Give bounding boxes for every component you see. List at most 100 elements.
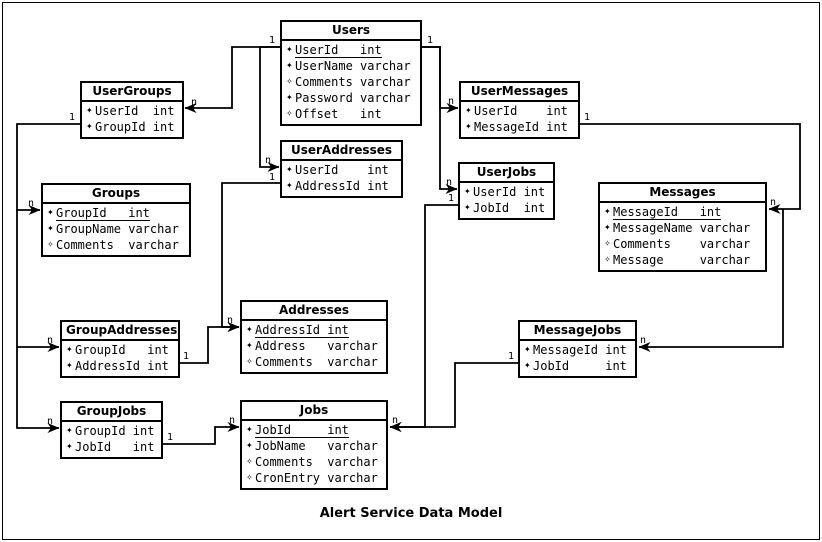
cardinality-label: n [227, 315, 233, 326]
required-bullet-icon: ✦ [604, 207, 611, 216]
field-name: UserId [474, 104, 518, 118]
edge-MessageJobs-Jobs [389, 362, 518, 432]
field-type: int [128, 205, 150, 220]
edge-Messages-MessageJobs [638, 209, 784, 352]
table-title: Groups [43, 185, 189, 204]
primary-key-field: JobId int [255, 423, 349, 438]
cardinality-label: 1 [584, 112, 590, 123]
field-type: varchar [699, 221, 751, 235]
cardinality-label: 1 [427, 35, 433, 46]
field-name: Comments [56, 238, 114, 252]
field-name: UserId [95, 104, 139, 118]
required-bullet-icon: ✦ [86, 122, 93, 131]
required-bullet-icon: ✦ [524, 345, 531, 354]
required-bullet-icon: ✦ [66, 345, 73, 354]
table-title: UserGroups [82, 83, 182, 102]
nullable-bullet-icon: ✧ [246, 457, 253, 466]
cardinality-label: n [265, 155, 271, 166]
field-type: int [132, 440, 155, 454]
required-bullet-icon: ✦ [66, 426, 73, 435]
field-type: varchar [128, 222, 179, 236]
cardinality-label: n [28, 198, 34, 209]
field-type: int [546, 104, 568, 118]
field-type: int [699, 204, 722, 219]
cardinality-label: n [229, 415, 235, 426]
cardinality-label: 1 [183, 351, 189, 362]
field-name: Address [255, 339, 306, 353]
table-title: GroupJobs [62, 403, 161, 422]
required-bullet-icon: ✦ [604, 223, 611, 232]
nullable-bullet-icon: ✧ [286, 109, 293, 118]
cardinality-label: 1 [69, 112, 75, 123]
field-type: int [523, 201, 546, 215]
field-name: AddressId [255, 322, 321, 337]
field-type: int [605, 359, 627, 373]
cardinality-label: 1 [508, 351, 514, 362]
field-name: JobId [75, 440, 112, 454]
required-bullet-icon: ✦ [246, 325, 253, 334]
field-type: int [152, 120, 175, 134]
field-name: GroupId [75, 343, 126, 357]
cardinality-label: 1 [167, 432, 173, 443]
field-type: int [360, 42, 382, 57]
field-type: varchar [327, 471, 378, 485]
table-title: GroupAddresses [62, 322, 178, 341]
field-type: varchar [327, 339, 378, 353]
field-type: int [152, 104, 175, 118]
edge-Users-UserAddresses [259, 46, 280, 172]
field-name: UserName [295, 59, 353, 73]
field-name: GroupId [95, 120, 146, 134]
table-title: UserMessages [461, 83, 578, 102]
required-bullet-icon: ✦ [464, 187, 471, 196]
required-bullet-icon: ✦ [47, 224, 54, 233]
field-name: Offset [295, 107, 339, 121]
field-type: int [367, 179, 389, 193]
field-type: int [327, 422, 349, 437]
field-name: JobId [255, 422, 292, 437]
table-title: UserAddresses [282, 142, 401, 161]
field-name: JobId [533, 359, 570, 373]
